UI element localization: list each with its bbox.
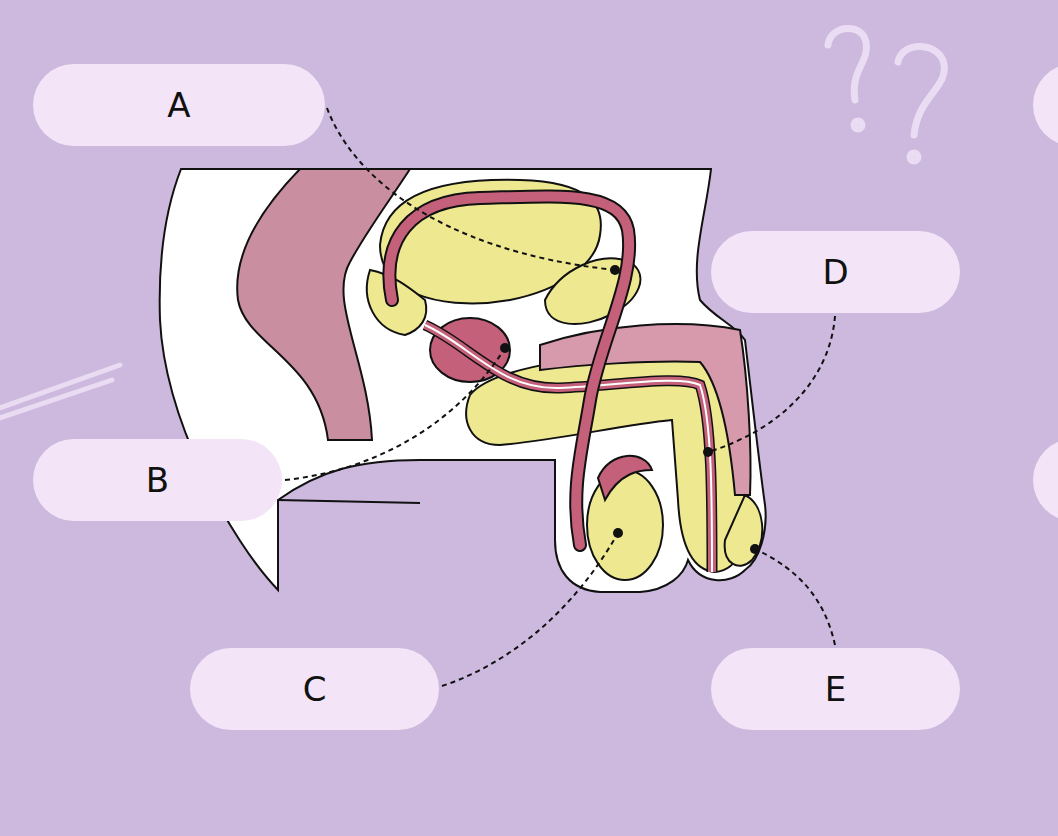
label-pill: C [190,648,439,730]
urethra [425,325,712,572]
cut-pill [1033,439,1058,521]
urethra-outline [425,325,712,572]
epididymis [598,456,652,500]
leader-lines [285,108,835,686]
label-pill: B [33,439,282,521]
glans [725,495,763,566]
callout-letter: D [822,252,848,292]
label-pill: A [33,64,325,146]
label-pill: D [711,231,960,313]
callout-letter: E [825,669,846,709]
cut-pill [1033,64,1058,146]
callout-letter: C [303,669,327,709]
callout-letter: A [167,85,190,125]
label-pill: E [711,648,960,730]
question-doodle [828,28,944,161]
scribble [0,365,120,418]
callout-letter: B [146,460,169,500]
leader-dots [500,265,760,554]
